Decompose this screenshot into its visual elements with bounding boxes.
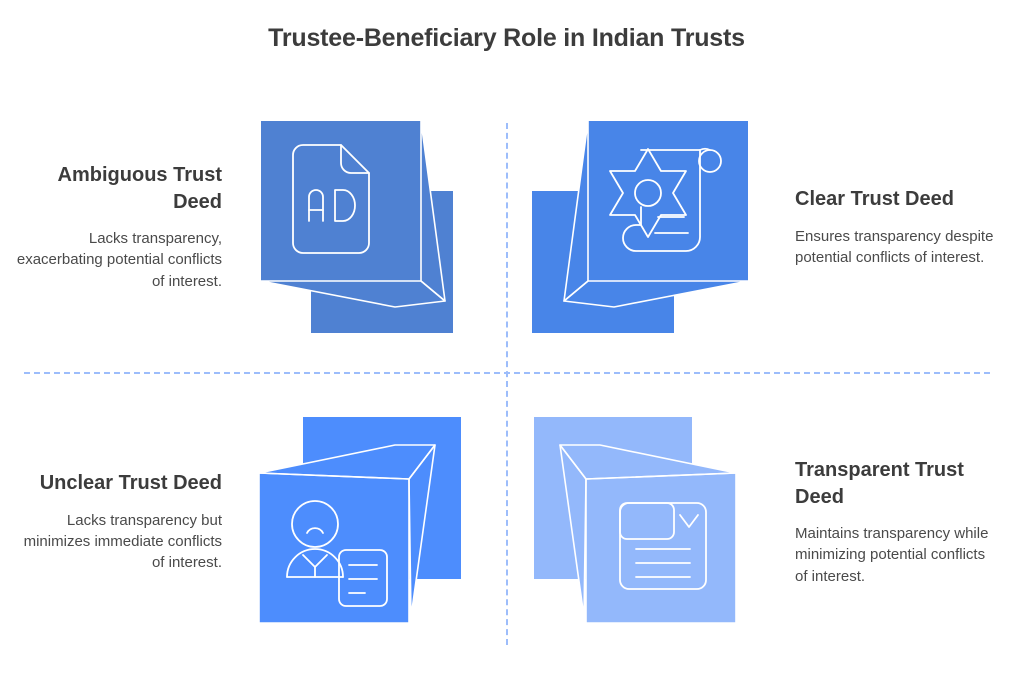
form-dropdown-icon [533,417,737,624]
quadrant-clear-trust-deed: Clear Trust Deed Ensures transparency de… [512,88,1013,366]
quadrant-title-ambiguous: Ambiguous Trust Deed [57,163,222,213]
quadrant-transparent-trust-deed: Transparent Trust Deed Maintains transpa… [512,382,1013,662]
quadrant-text-transparent: Transparent Trust Deed Maintains transpa… [783,457,1013,587]
illustration-clear [512,88,771,366]
illustration-ambiguous [234,88,500,366]
quadrant-text-ambiguous: Ambiguous Trust Deed Lacks transparency,… [4,162,234,292]
quadrant-text-clear: Clear Trust Deed Ensures transparency de… [783,186,1013,268]
quadrant-title-transparent: Transparent Trust Deed [795,458,964,508]
scroll-seal-icon [531,120,749,333]
page-title: Trustee-Beneficiary Role in Indian Trust… [268,24,745,52]
person-document-icon [258,417,461,624]
quadrant-body-unclear: Lacks transparency but minimizes immedia… [23,511,222,572]
quadrant-unclear-trust-deed: Unclear Trust Deed Lacks transparency bu… [0,382,500,662]
divider-vertical [506,123,508,645]
quadrant-title-clear: Clear Trust Deed [795,187,954,210]
quadrant-text-unclear: Unclear Trust Deed Lacks transparency bu… [4,470,234,573]
illustration-transparent [512,382,771,662]
quadrant-body-clear: Ensures transparency despite potential c… [795,227,994,266]
illustration-unclear [234,382,500,662]
quadrant-body-ambiguous: Lacks transparency, exacerbating potenti… [16,230,222,290]
quadrant-body-transparent: Maintains transparency while minimizing … [795,525,989,585]
document-ad-icon [260,120,453,333]
quadrant-title-unclear: Unclear Trust Deed [39,472,222,495]
quadrant-ambiguous-trust-deed: Ambiguous Trust Deed Lacks transparency,… [0,88,500,366]
